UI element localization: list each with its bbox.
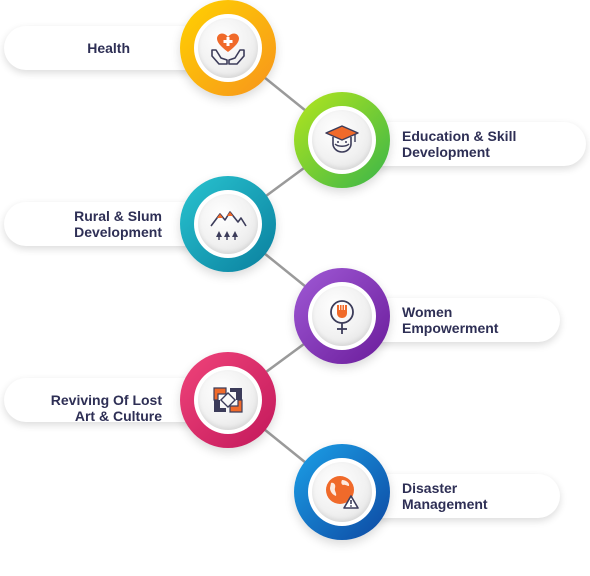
item-rural-node [180, 176, 276, 272]
item-disaster-node [294, 444, 390, 540]
item-women-label: Women Empowerment [402, 304, 499, 336]
item-health-label: Health [87, 40, 130, 56]
item-rural-label: Rural & Slum Development [74, 208, 162, 240]
heart-hands-icon [211, 33, 245, 65]
item-health-node [180, 0, 276, 96]
mountains-trees-icon [210, 211, 247, 240]
item-art-node [180, 352, 276, 448]
item-education-label: Education & Skill Development [402, 128, 517, 160]
joined-hands-icon [213, 387, 243, 413]
item-women-node [294, 268, 390, 364]
item-disaster-label: Disaster Management [402, 480, 488, 512]
item-art-label: Reviving Of Lost Art & Culture [50, 392, 162, 424]
graduation-cap-icon [325, 125, 359, 153]
item-education-node [294, 92, 390, 188]
female-fist-icon [330, 300, 354, 334]
globe-warning-icon [326, 476, 359, 509]
